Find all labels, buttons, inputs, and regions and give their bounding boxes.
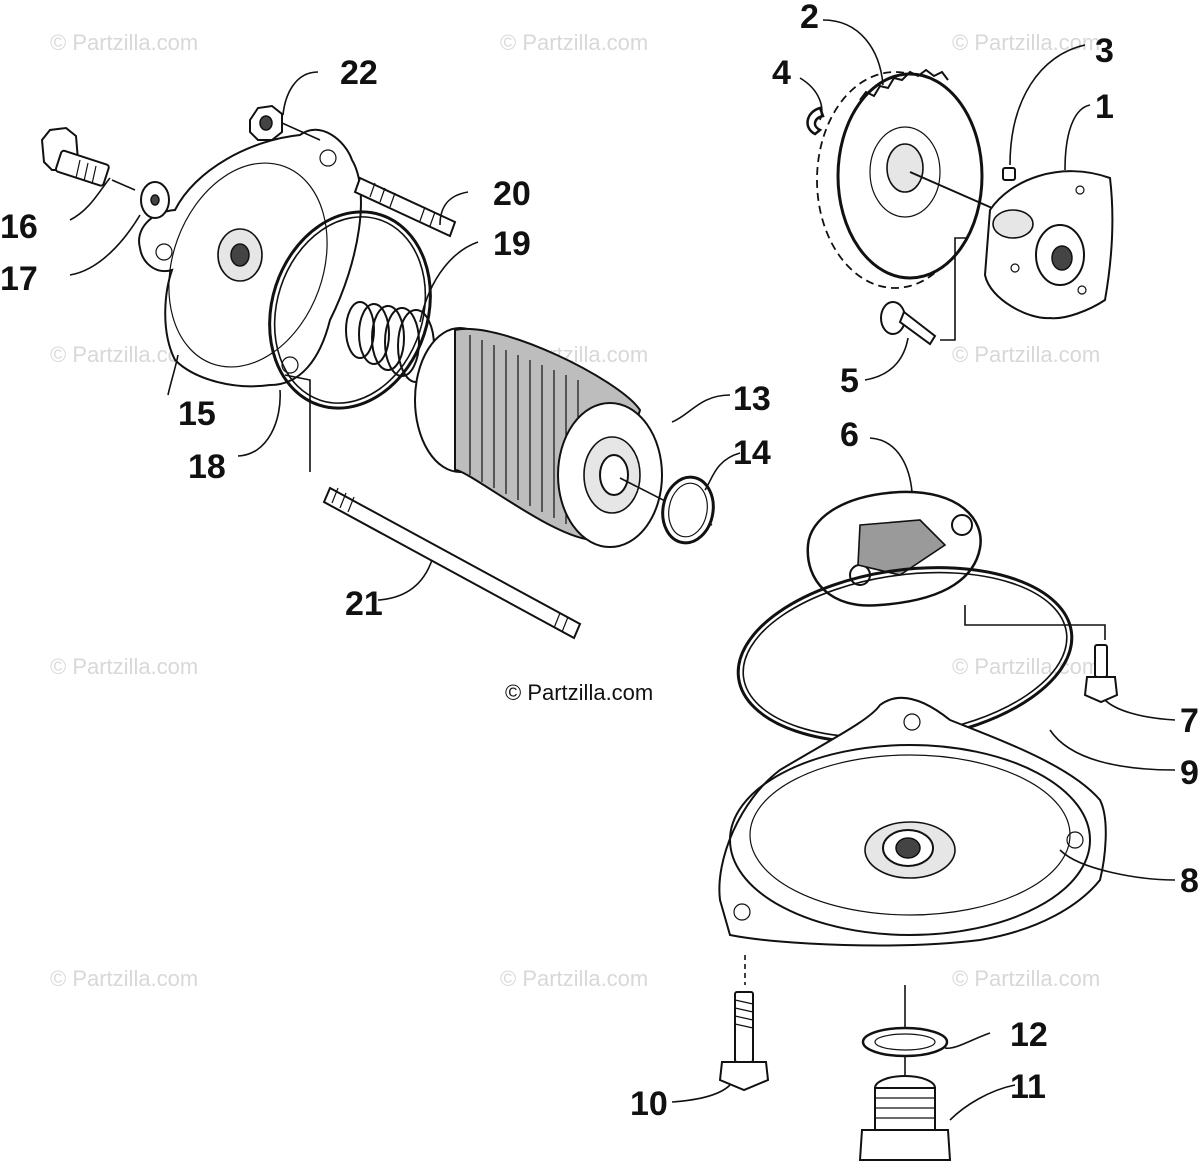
callout-2[interactable]: 2 bbox=[800, 0, 819, 36]
callout-9[interactable]: 9 bbox=[1180, 754, 1199, 792]
pump-screw-icon[interactable] bbox=[880, 237, 968, 346]
watermark: © Partzilla.com bbox=[50, 654, 198, 679]
drain-plug-icon[interactable] bbox=[858, 1075, 952, 1161]
watermark: © Partzilla.com bbox=[500, 30, 648, 55]
watermark: © Partzilla.com bbox=[50, 30, 198, 55]
filter-cover-icon[interactable] bbox=[138, 128, 362, 390]
watermark: © Partzilla.com bbox=[952, 654, 1100, 679]
snap-ring-icon[interactable] bbox=[806, 106, 825, 136]
oil-strainer-icon[interactable] bbox=[806, 490, 1106, 640]
callout-5[interactable]: 5 bbox=[840, 362, 859, 400]
filter-pleats bbox=[469, 335, 579, 530]
callout-20[interactable]: 20 bbox=[493, 175, 531, 213]
callouts: 2 3 4 1 5 6 7 9 8 10 11 12 13 14 15 16 1… bbox=[0, 0, 1199, 1123]
callout-13[interactable]: 13 bbox=[733, 380, 771, 418]
stud-long-icon[interactable] bbox=[284, 374, 582, 640]
stud-short-icon[interactable] bbox=[353, 176, 457, 238]
callout-15[interactable]: 15 bbox=[178, 395, 216, 433]
nut-icon[interactable] bbox=[249, 104, 321, 141]
callout-14[interactable]: 14 bbox=[733, 434, 771, 472]
oil-pan-cover-icon[interactable] bbox=[718, 696, 1107, 1028]
callout-3[interactable]: 3 bbox=[1095, 32, 1114, 70]
strainer-screw-icon[interactable] bbox=[1083, 644, 1119, 704]
oil-pump-body-icon[interactable] bbox=[983, 170, 1114, 320]
oil-filter-element-icon[interactable] bbox=[414, 327, 713, 548]
leader-lines bbox=[69, 19, 1176, 1121]
washer-icon[interactable] bbox=[140, 181, 170, 219]
filter-o-ring-icon[interactable] bbox=[658, 473, 719, 547]
callout-1[interactable]: 1 bbox=[1095, 88, 1114, 126]
watermark: © Partzilla.com bbox=[952, 342, 1100, 367]
dowel-pin-icon[interactable] bbox=[1002, 167, 1016, 181]
watermark: © Partzilla.com bbox=[952, 30, 1100, 55]
filter-cover-bolt-icon[interactable] bbox=[40, 126, 136, 191]
callout-11[interactable]: 11 bbox=[1010, 1068, 1046, 1106]
filter-cover-o-ring-icon[interactable] bbox=[245, 191, 455, 429]
callout-17[interactable]: 17 bbox=[0, 260, 38, 298]
watermark: © Partzilla.com bbox=[50, 966, 198, 991]
callout-7[interactable]: 7 bbox=[1180, 702, 1199, 740]
watermark: © Partzilla.com bbox=[952, 966, 1100, 991]
callout-22[interactable]: 22 bbox=[340, 54, 378, 92]
watermark: © Partzilla.com bbox=[500, 966, 648, 991]
callout-8[interactable]: 8 bbox=[1180, 862, 1199, 900]
cover-bolt-icon[interactable] bbox=[718, 991, 770, 1092]
callout-18[interactable]: 18 bbox=[188, 448, 226, 486]
callout-19[interactable]: 19 bbox=[493, 225, 531, 263]
callout-16[interactable]: 16 bbox=[0, 208, 38, 246]
callout-10[interactable]: 10 bbox=[630, 1085, 668, 1123]
drain-washer-icon[interactable] bbox=[861, 1026, 949, 1075]
callout-21[interactable]: 21 bbox=[345, 585, 383, 623]
copyright-text: © Partzilla.com bbox=[505, 680, 653, 705]
callout-4[interactable]: 4 bbox=[772, 54, 791, 92]
callout-6[interactable]: 6 bbox=[840, 416, 859, 454]
pump-drive-gear-icon[interactable] bbox=[816, 68, 984, 289]
callout-12[interactable]: 12 bbox=[1010, 1016, 1048, 1054]
